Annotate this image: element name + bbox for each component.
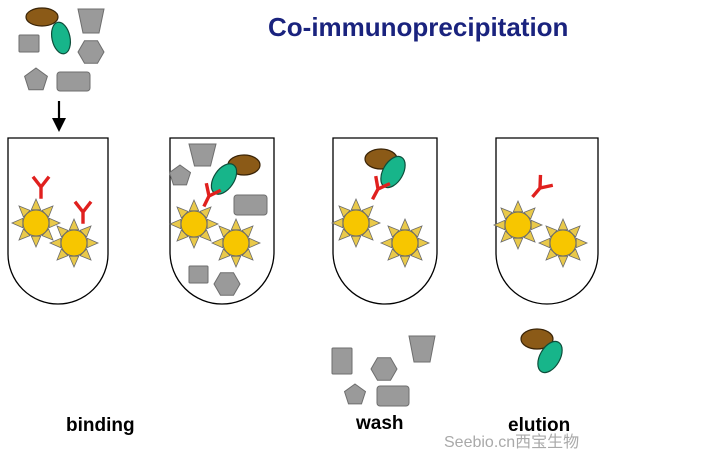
- bead-icon: [537, 217, 589, 269]
- antibody-icon: [73, 200, 93, 224]
- contaminant-protein-icon: [188, 265, 209, 284]
- contaminant-protein-icon: [168, 164, 192, 186]
- contaminant-protein-icon: [331, 347, 353, 375]
- bead-icon: [379, 217, 431, 269]
- step-label-wash: wash: [356, 413, 404, 434]
- contaminant-protein-icon: [24, 67, 48, 91]
- bead-icon: [330, 197, 382, 249]
- bead-icon: [210, 217, 262, 269]
- bait-protein-icon: [537, 340, 563, 374]
- bead-icon: [48, 217, 100, 269]
- contaminant-protein-icon: [343, 383, 367, 405]
- watermark: Seebio.cn西宝生物: [444, 434, 580, 451]
- diagram-title: Co-immunoprecipitation: [268, 12, 569, 42]
- contaminant-protein-icon: [77, 40, 105, 64]
- contaminant-protein-icon: [18, 34, 40, 53]
- step-label-elution: elution: [508, 415, 571, 436]
- down-arrow-icon: [52, 118, 66, 132]
- bead-icon: [10, 197, 62, 249]
- bait-protein-icon: [50, 21, 72, 55]
- prey-protein-icon: [25, 7, 59, 27]
- bead-icon: [492, 199, 544, 251]
- contaminant-protein-icon: [56, 71, 91, 92]
- contaminant-protein-icon: [233, 194, 268, 216]
- prey-protein-icon: [520, 328, 554, 350]
- contaminant-protein-icon: [77, 8, 105, 34]
- contaminant-protein-icon: [408, 335, 436, 363]
- contaminant-protein-icon: [188, 143, 217, 167]
- tube-wash: [332, 137, 438, 305]
- antibody-icon: [531, 174, 554, 199]
- tube-lysate: [169, 137, 275, 305]
- contaminant-protein-icon: [213, 272, 241, 296]
- tube-elution: [495, 137, 599, 305]
- antibody-icon: [371, 175, 391, 201]
- step-label-binding: binding: [66, 415, 135, 436]
- contaminant-protein-icon: [376, 385, 410, 407]
- antibody-icon: [31, 175, 51, 199]
- contaminant-protein-icon: [370, 357, 398, 381]
- antibody-icon: [202, 182, 222, 208]
- bead-icon: [168, 198, 220, 250]
